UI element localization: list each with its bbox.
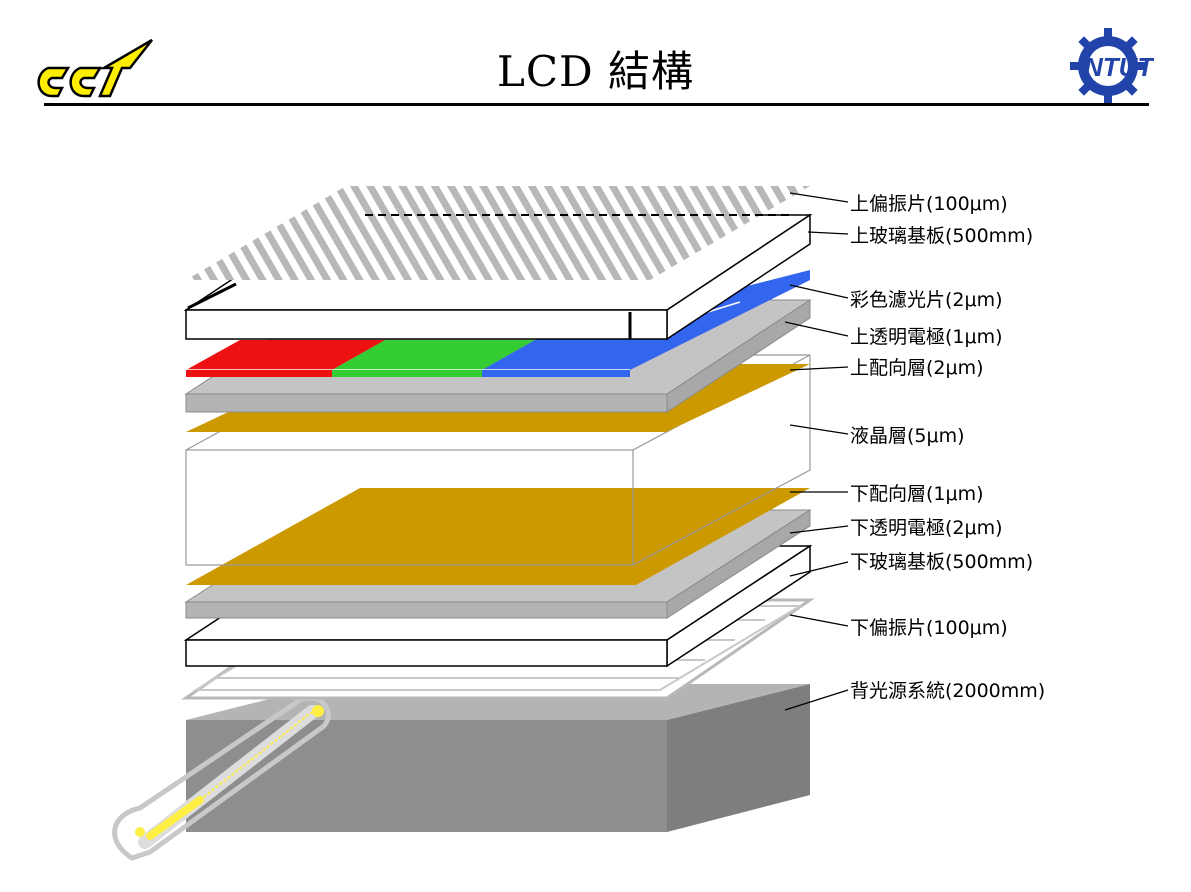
backlight-lamp xyxy=(112,695,331,861)
upper-polarizer-layer xyxy=(186,186,810,280)
slide-header: LCD 結構 NTUT xyxy=(0,0,1191,115)
label-upper-alignment: 上配向層(2μm) xyxy=(850,357,984,379)
lower-alignment-layer xyxy=(186,488,810,585)
label-upper-glass: 上玻璃基板(500mm) xyxy=(850,225,1033,247)
title-underline xyxy=(44,103,1149,106)
layer-labels: 上偏振片(100μm) 上玻璃基板(500mm) 彩色濾光片(2μm) 上透明電… xyxy=(850,193,1045,702)
label-lower-electrode: 下透明電極(2μm) xyxy=(850,517,1003,539)
label-backlight: 背光源系統(2000mm) xyxy=(850,680,1045,702)
label-upper-electrode: 上透明電極(1μm) xyxy=(850,326,1003,348)
label-liquid-crystal: 液晶層(5μm) xyxy=(850,425,965,447)
cct-logo xyxy=(37,38,153,98)
backlight-layer xyxy=(186,684,810,832)
leader-lines xyxy=(784,192,849,711)
ntut-gear-logo: NTUT xyxy=(1070,28,1154,104)
label-lower-alignment: 下配向層(1μm) xyxy=(850,483,984,505)
label-color-filter: 彩色濾光片(2μm) xyxy=(850,289,1003,311)
label-upper-polarizer: 上偏振片(100μm) xyxy=(850,193,1008,215)
label-lower-polarizer: 下偏振片(100μm) xyxy=(850,617,1008,639)
ntut-logo-text: NTUT xyxy=(1084,52,1154,82)
label-lower-glass: 下玻璃基板(500mm) xyxy=(850,551,1033,573)
page-title: LCD 結構 xyxy=(496,47,695,96)
